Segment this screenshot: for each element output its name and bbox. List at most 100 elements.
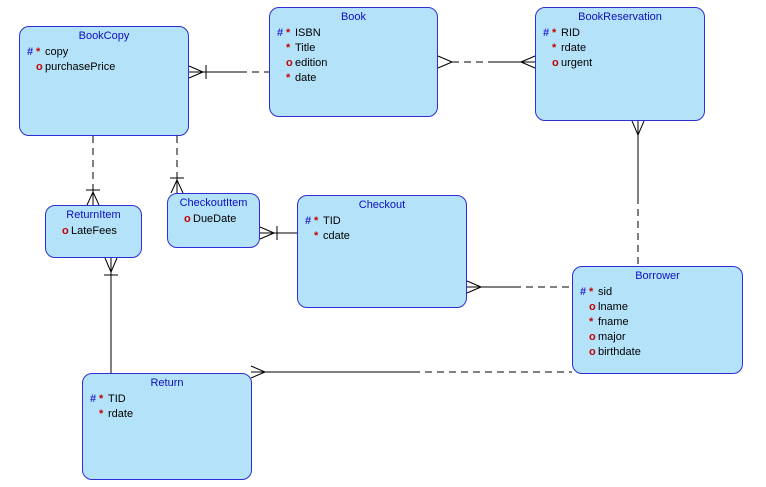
attr-flag: * [99,393,104,405]
attribute-name: sid [598,286,613,298]
attribute-row: #* TID [90,392,251,407]
entity-title: Checkout [358,199,406,211]
attr-flag: * [589,286,594,298]
attr-flag: * [36,46,41,58]
attribute-row: * rdate [90,407,251,422]
attribute-name: rdate [108,408,134,420]
crow-foot-checkoutitem [170,179,184,194]
crow-foot-bookcopy [188,65,204,79]
attr-flag: o [589,301,596,313]
attribute-row: #* ISBN [277,26,437,41]
attribute-name: urgent [561,57,593,69]
attribute-name: fname [598,316,629,328]
attr-flag: * [552,27,557,39]
attribute-name: copy [45,46,69,58]
attribute-row: * fname [580,315,742,330]
relationship-bookreservation-borrower[interactable] [631,120,645,266]
relationship-checkoutitem-checkout[interactable] [259,226,297,240]
attribute-row: #* sid [580,285,742,300]
attribute-name: TID [323,215,341,227]
relationship-bookcopy-checkoutitem[interactable] [170,136,184,194]
attr-flag: o [286,57,293,69]
attr-flag: o [62,225,69,237]
attribute-name: date [295,72,317,84]
relationship-checkout-borrower[interactable] [466,280,572,294]
pk-hash: # [305,215,312,227]
attribute-row: * cdate [305,229,466,244]
attribute-name: TID [108,393,126,405]
entity-title: Return [150,377,184,389]
attr-flag: * [314,215,319,227]
crow-foot-checkoutitem [259,226,275,240]
attr-flag: * [286,27,291,39]
attribute-row: #* copy [27,45,188,60]
attr-flag: o [36,61,43,73]
attr-flag: * [99,408,104,420]
entity-title: Borrower [635,270,680,282]
attribute-name: RID [561,27,580,39]
entity-title: CheckoutItem [179,197,248,209]
pk-hash: # [90,393,97,405]
attribute-row: * Title [277,41,437,56]
attribute-row: #* RID [543,26,704,41]
attribute-name: rdate [561,42,587,54]
attribute-row: #* TID [305,214,466,229]
crow-foot-returnitem [104,257,118,273]
attribute-name: cdate [323,230,350,242]
crow-foot-returnitem [86,191,100,206]
pk-hash: # [580,286,587,298]
pk-hash: # [543,27,550,39]
crow-foot-bookreservation [520,55,536,69]
attribute-name: DueDate [193,213,237,225]
attr-flag: o [184,213,191,225]
entity-title: BookCopy [78,30,130,42]
attribute-name: ISBN [295,27,321,39]
attribute-name: lname [598,301,628,313]
pk-hash: # [277,27,284,39]
crow-foot-return [250,365,266,379]
relationship-return-borrower[interactable] [250,365,572,379]
entity-return[interactable]: Return #* TID * rdate [82,373,252,480]
attr-flag: * [552,42,557,54]
relationship-bookcopy-book[interactable] [188,65,269,79]
attribute-name: birthdate [598,346,641,358]
entity-title: ReturnItem [66,209,121,221]
attribute-name: edition [295,57,328,69]
attribute-name: Title [295,42,316,54]
entity-checkout[interactable]: Checkout #* TID * cdate [297,195,467,308]
pk-hash: # [27,46,34,58]
entity-title: Book [340,11,367,23]
relationship-returnitem-return[interactable] [104,257,118,373]
crow-foot-bookreservation [631,120,645,136]
relationship-book-bookreservation[interactable] [437,55,536,69]
attr-flag: o [552,57,559,69]
attr-flag: * [286,42,291,54]
crow-foot-checkout [466,280,482,294]
attribute-name: major [598,331,626,343]
attr-flag: * [286,72,291,84]
attribute-name: purchasePrice [45,61,116,73]
attr-flag: o [589,346,596,358]
relationship-bookcopy-returnitem[interactable] [86,136,100,206]
crow-foot-book [437,55,453,69]
attr-flag: * [589,316,594,328]
attribute-name: LateFees [71,225,117,237]
attr-flag: * [314,230,319,242]
attribute-row: * date [277,71,437,86]
